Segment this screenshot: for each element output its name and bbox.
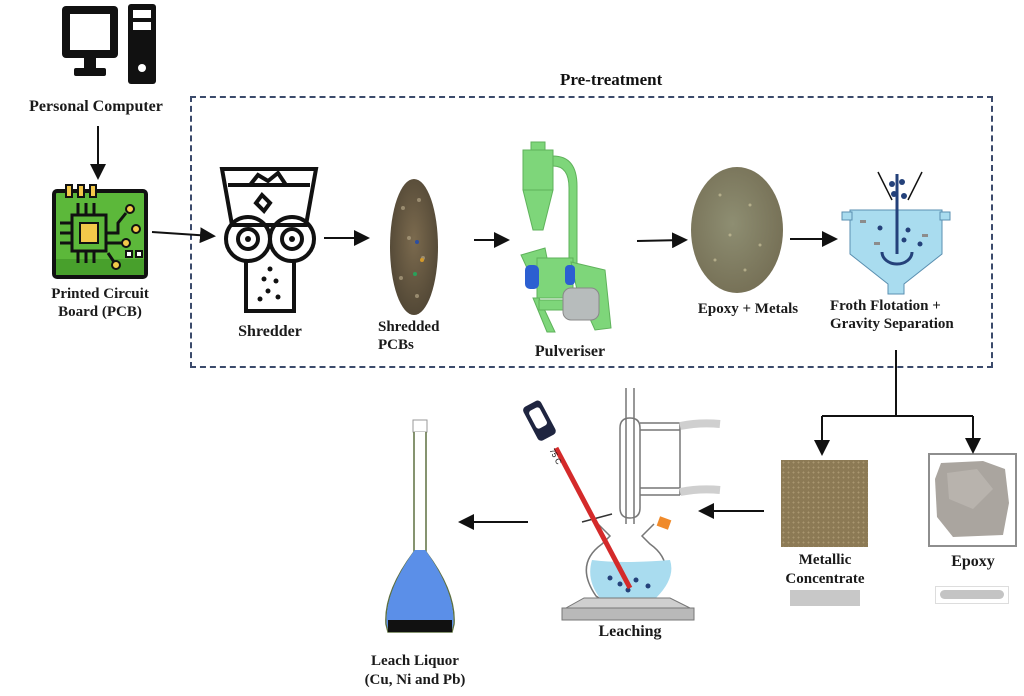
pulveriser-label: Pulveriser [534, 343, 606, 360]
desktop-computer-icon [62, 4, 156, 84]
epoxy-label: Epoxy [951, 553, 995, 570]
shredded-pcbs-label-line2: PCBs [378, 337, 414, 353]
volumetric-flask-icon [385, 419, 455, 633]
flotation-label-line2: Gravity Separation [830, 316, 954, 332]
shredded-pcbs-label-line1: Shredded [378, 319, 440, 335]
pulveriser-machine [520, 141, 612, 333]
powder-pile [691, 167, 783, 293]
flotation-cell-icon [841, 171, 951, 295]
epoxy-metals-label: Epoxy + Metals [697, 301, 799, 317]
circuit-board-icon [52, 184, 148, 279]
metallic-concentrate-label-line2: Concentrate [785, 571, 865, 587]
epoxy-sample [935, 461, 1009, 537]
pcb-label-line2: Board (PCB) [58, 304, 142, 320]
epoxy-bar [935, 586, 1009, 604]
personal-computer-label: Personal Computer [29, 98, 163, 115]
arrow-pulveriser-to-epoxy-metals [636, 232, 688, 249]
shredded-pcb-pile [390, 179, 438, 315]
metallic-concentrate-label-line1: Metallic [798, 552, 852, 568]
leaching-label: Leaching [598, 623, 662, 640]
pcb-label-line1: Printed Circuit [51, 286, 149, 302]
metallic-concentrate-sample [781, 460, 868, 547]
pretreatment-box [190, 96, 993, 368]
leach-liquor-label-line1: Leach Liquor [371, 653, 459, 669]
arrow-pcb-to-shredder [151, 227, 216, 244]
flotation-label-line1: Froth Flotation + [830, 298, 941, 314]
shredder-icon [219, 167, 319, 313]
metallic-concentrate-bar [790, 590, 860, 606]
pretreatment-title: Pre-treatment [560, 70, 663, 89]
leach-liquor-label-line2: (Cu, Ni and Pb) [364, 672, 466, 688]
shredder-label: Shredder [238, 323, 302, 340]
leaching-apparatus [523, 388, 721, 621]
